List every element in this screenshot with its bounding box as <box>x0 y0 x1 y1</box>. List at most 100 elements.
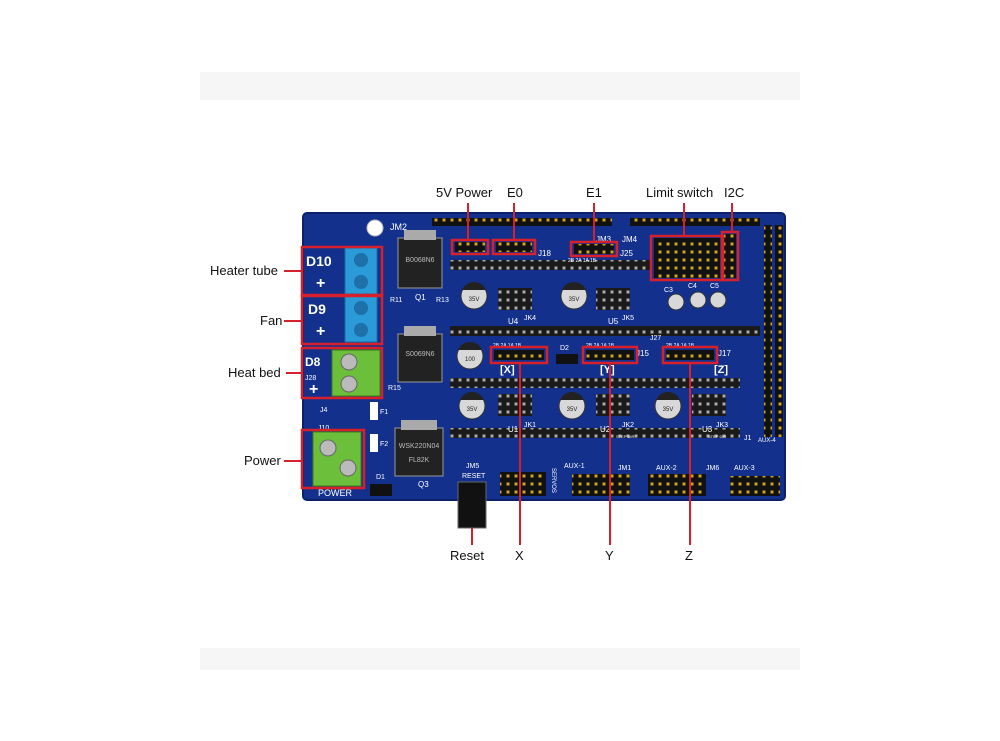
header-limit-switch <box>654 238 720 278</box>
screw-icon <box>339 459 357 477</box>
driver-socket <box>450 260 650 270</box>
jumper-block <box>498 288 532 310</box>
callout-heater-tube: Heater tube <box>210 263 278 278</box>
capacitor <box>709 291 727 309</box>
capacitor: 100 <box>456 342 484 370</box>
callout-z: Z <box>685 548 693 563</box>
reset-button <box>457 481 487 529</box>
svg-text:35V: 35V <box>469 297 480 303</box>
label-jm3: JM3 <box>596 235 612 244</box>
long-pin-header <box>764 225 772 437</box>
label-plus: + <box>316 275 325 292</box>
green-terminal-power <box>312 431 362 487</box>
header-i2c <box>724 234 736 278</box>
label-j1: J1 <box>744 435 752 442</box>
screw-icon <box>340 375 358 393</box>
screw-icon <box>354 301 368 315</box>
callout-5v-power: 5V Power <box>436 185 493 200</box>
label-q3: Q3 <box>418 480 429 489</box>
callout-e1: E1 <box>586 185 602 200</box>
label-jm5: JM5 <box>466 463 479 470</box>
label-j4: J4 <box>320 407 328 414</box>
label-step-dir: STEP DIR <box>708 434 726 439</box>
mosfet-q-mid: S0069N6 <box>397 326 443 383</box>
label-j15: J15 <box>636 349 649 358</box>
label-reset-silk: RESET <box>462 473 486 480</box>
mosfet-q-top: B0068N6 <box>397 230 443 289</box>
svg-text:WSK220N04: WSK220N04 <box>399 443 440 450</box>
capacitor: 35V <box>460 282 488 310</box>
header-x <box>494 350 544 360</box>
label-jk2: JK2 <box>622 422 634 429</box>
label-d2: D2 <box>560 345 569 352</box>
driver-socket <box>450 378 740 388</box>
label-jk4: JK4 <box>524 315 536 322</box>
screw-icon <box>319 439 337 457</box>
header-e0 <box>496 242 532 252</box>
callout-heat-bed: Heat bed <box>228 365 281 380</box>
callout-y: Y <box>605 548 614 563</box>
svg-text:S0069N6: S0069N6 <box>405 351 434 358</box>
label-d9: D9 <box>308 301 326 317</box>
callout-limit-switch: Limit switch <box>646 185 714 200</box>
aux3-header <box>730 476 780 496</box>
callout-x: X <box>515 548 524 563</box>
svg-text:FL82K: FL82K <box>409 457 430 464</box>
bottom-background-strip <box>200 648 800 670</box>
label-u3: U3 <box>702 425 713 434</box>
svg-text:100: 100 <box>465 357 476 363</box>
label-j18: J18 <box>538 249 551 258</box>
label-y-axis: [Y] <box>600 364 615 376</box>
top-pin-header <box>630 218 760 226</box>
servo-header <box>500 472 546 496</box>
label-r11: R11 <box>390 297 402 304</box>
label-u5: U5 <box>608 317 619 326</box>
label-j10: J10 <box>318 425 329 432</box>
callout-reset: Reset <box>450 548 484 563</box>
driver-socket <box>650 326 760 336</box>
highlight-i2c <box>720 230 740 282</box>
label-r13: R13 <box>436 297 449 304</box>
long-pin-header <box>775 225 783 437</box>
label-power-silk: POWER <box>318 488 353 498</box>
svg-text:35V: 35V <box>567 407 578 413</box>
header-y <box>586 350 634 360</box>
svg-text:35V: 35V <box>467 407 478 413</box>
diode-d2 <box>556 354 578 364</box>
highlight-5v-power <box>450 238 490 256</box>
capacitor: 35V <box>558 391 586 420</box>
label-aux2: AUX-2 <box>656 465 677 472</box>
label-j25: J25 <box>620 249 633 258</box>
label-aux1: AUX-1 <box>564 463 585 470</box>
driver-socket <box>450 326 650 336</box>
header-e1 <box>574 244 614 254</box>
top-pin-header <box>432 218 612 226</box>
svg-text:35V: 35V <box>663 407 674 413</box>
label-u2: U2 <box>600 425 611 434</box>
label-plus: + <box>309 381 318 398</box>
label-plus: + <box>316 323 325 340</box>
mosfet-q3: WSK220N04 FL82K <box>394 420 444 477</box>
screw-icon <box>354 323 368 337</box>
label-jk1: JK1 <box>524 422 536 429</box>
driver-socket <box>450 428 740 438</box>
capacitor <box>667 293 685 311</box>
header-z <box>666 350 714 360</box>
callout-power: Power <box>244 453 281 468</box>
callout-i2c: I2C <box>724 185 745 200</box>
leader-lines <box>284 203 733 545</box>
jumper-block <box>498 394 532 416</box>
screw-icon <box>354 275 368 289</box>
top-background-strip <box>200 72 800 100</box>
label-j28: J28 <box>305 375 316 382</box>
diode-d1 <box>370 484 392 496</box>
label-step-dir: STEP DIR <box>616 434 634 439</box>
label-jm1: JM1 <box>618 465 631 472</box>
jumper-block <box>596 288 630 310</box>
label-jm4: JM4 <box>622 235 638 244</box>
green-terminal-d8 <box>331 349 381 397</box>
highlight-power <box>300 428 366 490</box>
label-d8: D8 <box>305 355 321 369</box>
label-u1: U1 <box>508 425 519 434</box>
